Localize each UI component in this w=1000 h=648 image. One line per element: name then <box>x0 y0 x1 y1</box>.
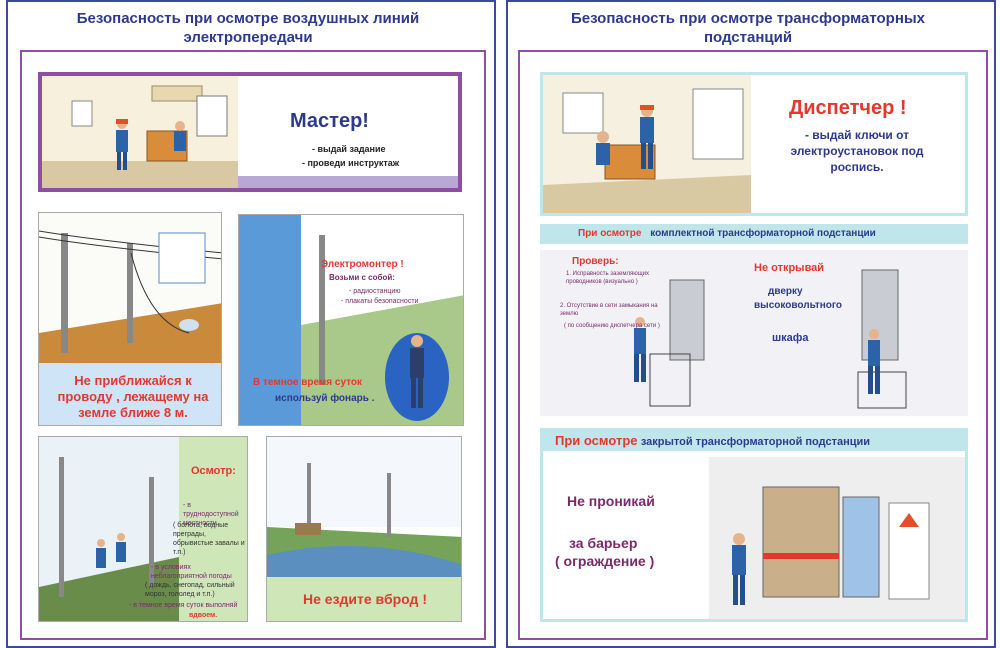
barrier-line-3: ( ограждение ) <box>555 553 655 569</box>
master-line-1: - выдай задание <box>312 144 386 154</box>
office-illustration <box>42 76 238 188</box>
inspection-green-band <box>179 437 247 621</box>
electrician-footer-2: используй фонарь . <box>275 393 375 404</box>
electrician-scene-svg <box>301 235 463 425</box>
dispatcher-heading: Диспетчер ! <box>789 97 907 119</box>
ford-warning-text: Не ездите вброд ! <box>303 591 427 607</box>
complete-substation-panel: При осмотре комплектной трансформаторной… <box>540 224 968 416</box>
master-panel: Мастер! - выдай задание - проведи инстру… <box>38 72 462 192</box>
electrician-item-2: - плакаты безопасности <box>341 298 419 305</box>
inspection-panel: Осмотр: - в труднодоступной местности ( … <box>38 436 248 622</box>
warn-line-1: дверку <box>768 286 803 297</box>
inspection-heading: Осмотр: <box>191 465 236 477</box>
inspection-item-1: - в труднодоступной местности <box>183 502 239 527</box>
barrier-line-2: за барьер <box>569 535 638 551</box>
ford-panel: Не ездите вброд ! <box>266 436 462 622</box>
wire-scene-svg <box>39 213 221 425</box>
warn-line-2: высоковольтного <box>754 300 843 311</box>
check-item-1: 1. Исправность заземляющих проводников (… <box>566 271 649 285</box>
complete-substation-illustration <box>540 250 968 416</box>
inspection-item-1-note: ( болота, водные преграды, обрывистые за… <box>173 522 245 556</box>
warn-line-3: шкафа <box>772 332 809 344</box>
office-scene-svg <box>42 85 238 188</box>
dispatcher-illustration <box>543 75 751 213</box>
inspection-scene-svg <box>39 437 179 621</box>
left-poster-inner-frame <box>20 50 486 640</box>
inspection-item-3b: вдвоем. <box>189 612 218 619</box>
wire-panel: Не приближайся к проводу , лежащему на з… <box>38 212 222 426</box>
closed-substation-panel: При осмотре закрытой трансформаторной по… <box>540 428 968 622</box>
barrier-line-1: Не проникай <box>567 493 655 509</box>
closed-banner-prefix: При осмотре <box>555 433 638 448</box>
dispatcher-text: - выдай ключи от электроустановок под ро… <box>790 128 924 174</box>
ford-scene-svg <box>267 437 461 621</box>
electrician-item-1: - радиостанцию <box>349 288 401 295</box>
complete-substation-banner: При осмотре комплектной трансформаторной… <box>540 224 968 244</box>
closed-substation-svg <box>709 457 965 619</box>
closed-banner-rest: закрытой трансформаторной подстанции <box>640 436 871 448</box>
left-poster: Безопасность при осмотре воздушных линий… <box>6 0 496 648</box>
complete-substation-svg <box>634 269 907 409</box>
master-heading: Мастер! <box>290 110 369 132</box>
inspection-item-2: - в условиях неблагоприятной погоды <box>151 564 232 580</box>
electrician-footer-1: В темное время суток <box>253 377 363 388</box>
electrician-subheading: Возьми с собой: <box>329 273 395 282</box>
right-poster: Безопасность при осмотре трансформаторны… <box>506 0 996 648</box>
wire-warning-text: Не приближайся к проводу , лежащему на з… <box>57 373 209 420</box>
master-line-2: - проведи инструктаж <box>302 158 400 168</box>
electrician-panel: Электромонтер ! Возьми с собой: - радиос… <box>238 214 464 426</box>
closed-substation-banner: При осмотре закрытой трансформаторной по… <box>543 431 965 451</box>
check-heading: Проверь: <box>572 256 619 267</box>
closed-substation-illustration <box>709 457 965 619</box>
electrician-heading: Электромонтер ! <box>321 259 404 270</box>
check-item-3: ( по сообщению диспетчера сети ) <box>564 323 660 329</box>
right-poster-title: Безопасность при осмотре трансформаторны… <box>570 10 926 46</box>
complete-banner-rest: комплектной трансформаторной подстанции <box>650 228 876 239</box>
electrician-blue-band <box>239 215 301 425</box>
warn-heading: Не открывай <box>754 262 825 274</box>
master-stripe <box>238 176 458 188</box>
complete-banner-prefix: При осмотре <box>578 228 642 239</box>
left-poster-title: Безопасность при осмотре воздушных линий… <box>76 10 420 46</box>
right-poster-inner-frame <box>518 50 988 640</box>
dispatcher-panel: Диспетчер ! - выдай ключи от электроуста… <box>540 72 968 216</box>
inspection-item-2-note: ( дождь, снегопад, сильный мороз, гололе… <box>145 582 235 598</box>
inspection-item-3a: - в темное время суток выполняй <box>129 602 238 609</box>
dispatcher-scene-svg <box>543 88 751 213</box>
check-item-2: 2. Отсутствие в сети замыкания на землю <box>560 303 658 317</box>
